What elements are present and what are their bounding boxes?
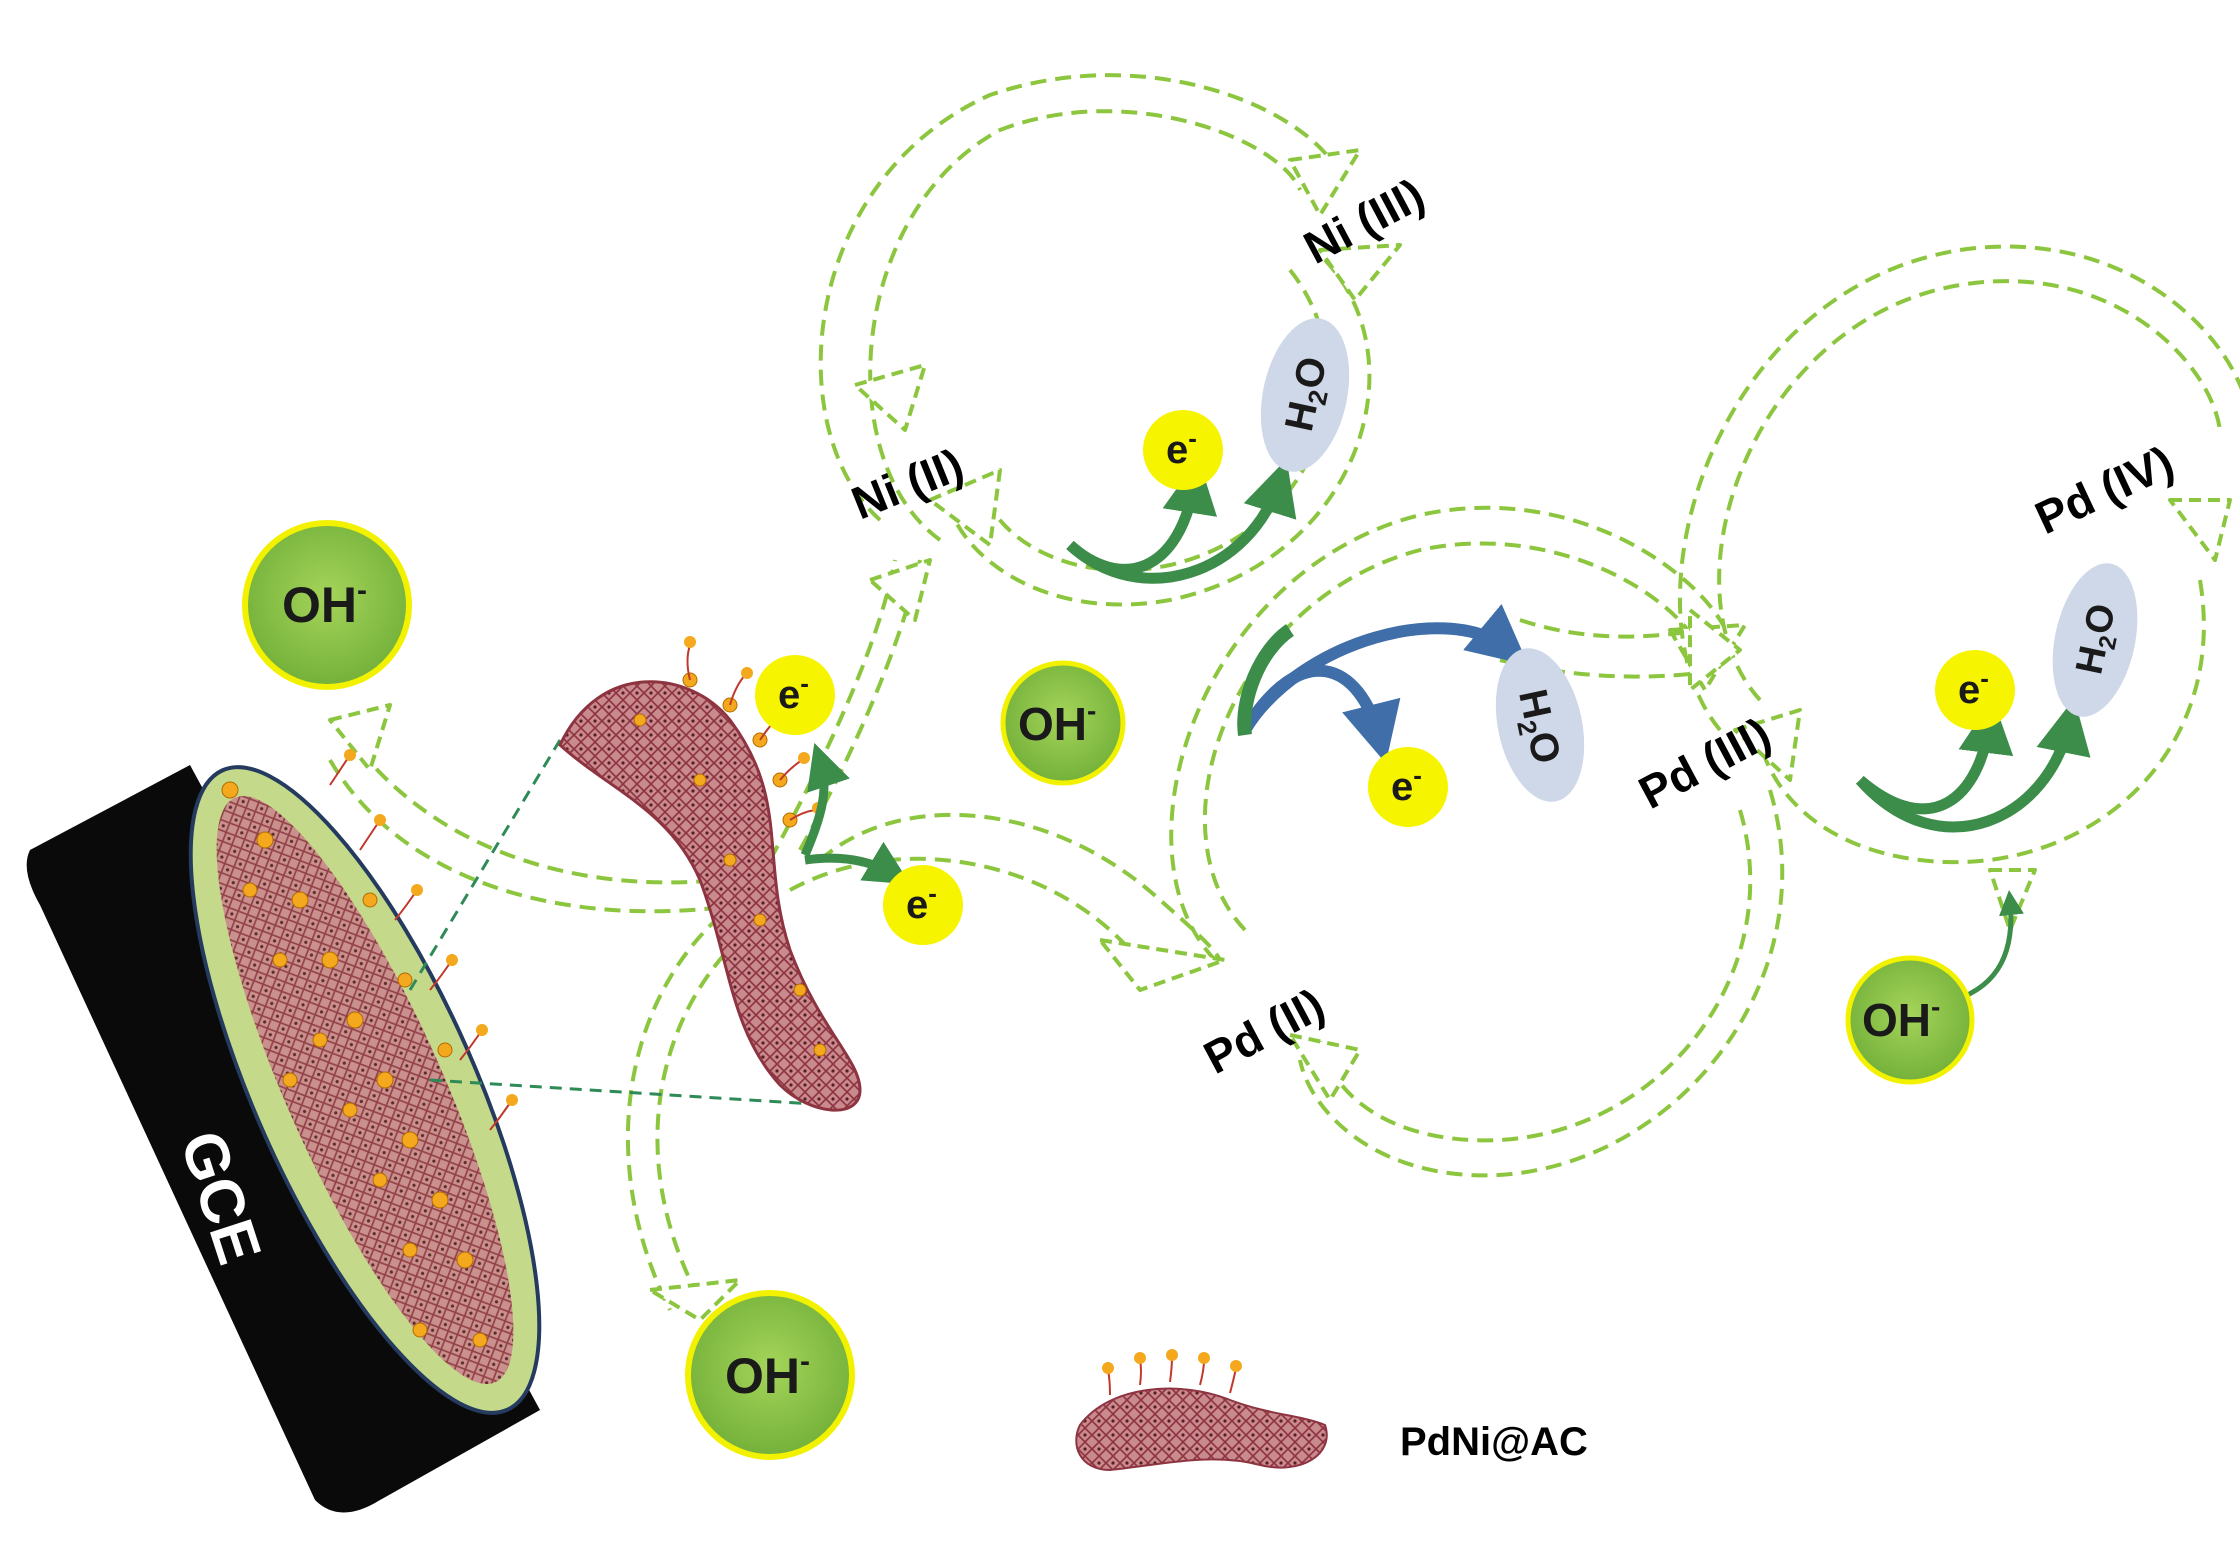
catalyst-coating (216, 795, 514, 1385)
hydroxide-formula: OH (1018, 698, 1087, 750)
hydroxide-charge: - (800, 1345, 810, 1378)
oxidation-state-labels: Ni (II) Ni (III) Pd (II) Pd (III) Pd (IV… (844, 168, 2181, 1084)
electron-badge-pd-cycle-1: e- (1368, 747, 1448, 827)
hydroxide-charge: - (357, 574, 367, 607)
electron-charge: - (1413, 760, 1422, 790)
label-pd-iv: Pd (IV) (2027, 435, 2181, 544)
electron-charge: - (1188, 423, 1197, 453)
electron-charge: - (928, 878, 937, 908)
svg-text:OH-: OH- (1018, 695, 1096, 750)
electron-symbol: e (1391, 765, 1413, 809)
electron-symbol: e (1958, 668, 1980, 712)
water-sub: 2 (1302, 387, 1334, 407)
svg-text:OH-: OH- (725, 1345, 810, 1404)
water-badge-pd-cycle-1: H2O (1495, 648, 1585, 802)
svg-text:OH-: OH- (1862, 991, 1940, 1046)
pd-redox-cycle-1 (1169, 505, 1785, 1178)
ni-redox-cycle (818, 73, 1402, 607)
electron-symbol: e (778, 673, 800, 717)
hydroxide-charge: - (1087, 695, 1096, 726)
electron-charge: - (1980, 663, 1989, 693)
hydroxide-formula: OH (1862, 994, 1931, 1046)
svg-text:e-: e- (1166, 423, 1197, 472)
svg-text:e-: e- (906, 878, 937, 927)
svg-text:OH-: OH- (282, 574, 367, 633)
svg-text:e-: e- (1391, 760, 1422, 809)
coating-nanoparticles (221, 781, 488, 1348)
hydroxide-badge-right: OH- (1845, 955, 1975, 1085)
hydroxide-charge: - (1931, 991, 1940, 1022)
label-pd-iii: Pd (III) (1630, 707, 1779, 819)
hydroxide-badge-center: OH- (1000, 660, 1126, 786)
hydroxide-badge-bottom: OH- (685, 1290, 855, 1460)
legend-label: PdNi@AC (1400, 1420, 1588, 1464)
electron-transfer-arrows (800, 458, 2091, 1003)
pd-redox-cycle-2 (1678, 244, 2240, 865)
electron-badge-tube-upper: e- (755, 655, 835, 735)
magnification-lines (408, 739, 831, 1107)
electron-charge: - (800, 668, 809, 698)
pdni-ac-nanotube (558, 636, 862, 1112)
electron-symbol: e (906, 883, 928, 927)
water-sub: 2 (2094, 633, 2123, 652)
coating-pd-tip-dots (344, 749, 518, 1106)
hydroxide-formula: OH (282, 577, 357, 633)
glassy-carbon-electrode: GCE (26, 749, 542, 1513)
electron-badge-tube-lower: e- (883, 865, 963, 945)
hydroxide-formula: OH (725, 1348, 800, 1404)
electron-symbol: e (1166, 428, 1188, 472)
hydroxide-badge-left: OH- (242, 520, 412, 690)
svg-text:e-: e- (1958, 663, 1989, 712)
svg-text:e-: e- (778, 668, 809, 717)
legend: PdNi@AC (1075, 1349, 1588, 1472)
legend-nanotube-icon (1075, 1387, 1328, 1472)
electron-badge-pd-cycle-2: e- (1935, 650, 2015, 730)
water-sub: 2 (1511, 718, 1543, 738)
water-badge-pd-cycle-2: H2O (2052, 563, 2138, 717)
electron-badge-ni-cycle: e- (1143, 410, 1223, 490)
water-badge-ni-cycle: H2O (1260, 318, 1350, 472)
